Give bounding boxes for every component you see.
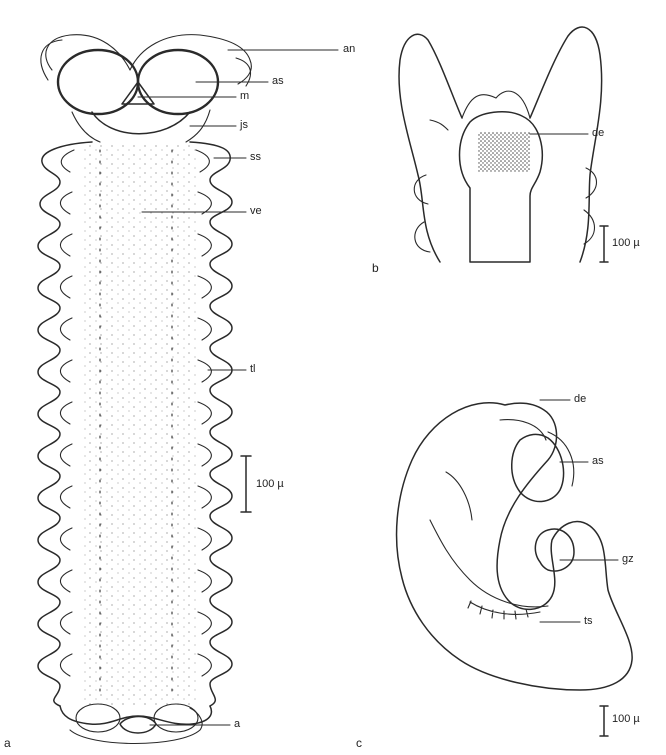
label-de-c: de	[574, 394, 586, 405]
label-de-b: de	[592, 128, 604, 139]
label-ve: ve	[250, 206, 262, 217]
panel-b-left-arm	[399, 34, 462, 262]
scale-label-a: 100 µ	[256, 479, 284, 490]
scale-label-b: 100 µ	[612, 238, 640, 249]
scale-bar-b	[600, 226, 608, 262]
panel-c-organism	[397, 400, 633, 736]
label-gz: gz	[622, 554, 634, 565]
scale-bar-a	[241, 456, 251, 512]
label-ss: ss	[250, 152, 261, 163]
panel-c-outer-body	[397, 403, 633, 690]
trunk-interior	[80, 145, 198, 705]
panel-letter-a: a	[4, 737, 11, 749]
label-tl: tl	[250, 364, 256, 375]
label-a: a	[234, 719, 240, 730]
panel-b-organism	[399, 27, 608, 262]
panel-letter-c: c	[356, 737, 362, 749]
panel-a-organism	[38, 35, 338, 744]
scale-label-c: 100 µ	[612, 714, 640, 725]
label-as: as	[272, 76, 284, 87]
label-as-c: as	[592, 456, 604, 467]
label-an: an	[343, 44, 355, 55]
scale-bar-c	[600, 706, 608, 736]
posterior-end	[60, 706, 211, 724]
label-m: m	[240, 91, 249, 102]
panel-letter-b: b	[372, 262, 379, 274]
label-ts: ts	[584, 616, 593, 627]
label-js: js	[240, 120, 248, 131]
